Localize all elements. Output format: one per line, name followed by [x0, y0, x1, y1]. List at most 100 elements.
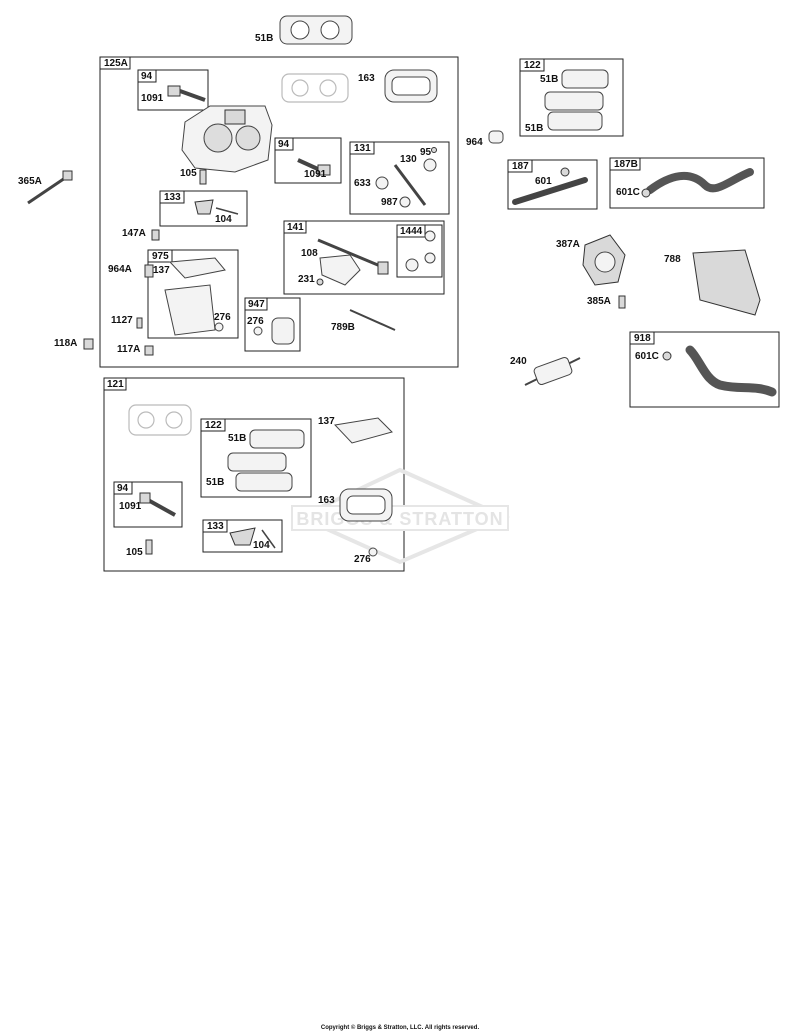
- label-104-b: 104: [253, 540, 270, 551]
- harness-789b: [349, 309, 396, 331]
- label-104-a: 104: [215, 214, 232, 225]
- carburetor-body: [181, 105, 273, 173]
- solenoid-947: [253, 317, 295, 345]
- label-240: 240: [510, 356, 527, 367]
- gasket-set-122-middle: [227, 429, 305, 492]
- screw-104-a: [215, 207, 239, 215]
- label-1091-b: 1091: [304, 169, 327, 180]
- group-tag-122-right: [519, 58, 545, 72]
- label-964a: 964A: [108, 264, 132, 275]
- part-118a: [83, 338, 94, 350]
- label-633: 633: [354, 178, 371, 189]
- group-label-94-b: 94: [278, 139, 290, 150]
- group-tag-125a: [99, 56, 131, 70]
- choke-shaft-131: [375, 147, 437, 208]
- throttle-shaft-141: [316, 238, 389, 286]
- label-276-a: 276: [214, 312, 231, 323]
- label-108: 108: [301, 248, 318, 259]
- group-label-187: 187: [512, 161, 529, 172]
- group-tag-131: [349, 141, 375, 155]
- group-label-141: 141: [287, 222, 304, 233]
- part-105-a: [199, 169, 207, 185]
- group-label-133-a: 133: [164, 192, 181, 203]
- bolt-365a: [27, 174, 69, 205]
- group-frame-122-right: [519, 58, 624, 137]
- label-163-b: 163: [318, 495, 335, 506]
- group-label-187b: 187B: [614, 159, 638, 170]
- group-frame-121: [103, 377, 405, 572]
- group-frame-187: [507, 159, 598, 210]
- group-tag-975: [147, 249, 173, 263]
- group-tag-94-b: [274, 137, 294, 151]
- group-tag-187b: [609, 157, 641, 171]
- group-frame-94-c: [113, 481, 183, 528]
- group-label-975: 975: [152, 251, 169, 262]
- label-601: 601: [535, 176, 552, 187]
- gasket-163-b: [339, 488, 393, 522]
- label-1091-c: 1091: [119, 501, 142, 512]
- group-label-122-middle: 122: [205, 420, 222, 431]
- label-387a: 387A: [556, 239, 580, 250]
- label-105-b: 105: [126, 547, 143, 558]
- part-117a: [144, 345, 154, 356]
- label-51b-m2: 51B: [206, 477, 224, 488]
- oring-276-a: [214, 322, 224, 332]
- gasket-137-a: [168, 257, 226, 279]
- group-tag-947: [244, 297, 268, 311]
- group-frame-947: [244, 297, 301, 352]
- gasket-set-122-right: [544, 69, 609, 131]
- part-105-b: [145, 539, 153, 555]
- group-tag-1444: [396, 224, 426, 238]
- fuel-filter-240: [524, 357, 581, 386]
- needle-valve-94-b: [297, 158, 321, 172]
- label-964: 964: [466, 137, 483, 148]
- group-label-94-a: 94: [141, 71, 153, 82]
- screw-385a: [618, 295, 626, 309]
- group-tag-121: [103, 377, 127, 391]
- gasket-faint-121: [128, 404, 192, 436]
- part-964a: [144, 264, 154, 278]
- screw-104-b: [261, 529, 276, 549]
- label-118a: 118A: [54, 338, 77, 349]
- label-231: 231: [298, 274, 315, 285]
- label-163-a: 163: [358, 73, 375, 84]
- bracket-788: [692, 249, 761, 316]
- briggs-stratton-watermark: BRIGGS & STRATTON: [291, 467, 510, 565]
- gasket-163-a: [384, 69, 438, 103]
- label-51b-r2: 51B: [525, 123, 543, 134]
- part-964: [488, 130, 504, 144]
- label-51b-top: 51B: [255, 33, 273, 44]
- needle-cap-94-c: [139, 492, 151, 504]
- group-frame-141: [283, 220, 445, 295]
- group-frame-918: [629, 331, 780, 408]
- label-385a: 385A: [587, 296, 611, 307]
- group-frame-94-a: [137, 69, 209, 111]
- float-bowl-975: [164, 284, 216, 336]
- hose-187b: [646, 168, 754, 194]
- group-tag-187: [507, 159, 533, 173]
- needle-cap-94-b: [317, 164, 331, 176]
- part-147a: [151, 229, 160, 241]
- group-label-94-c: 94: [117, 483, 129, 494]
- label-130: 130: [400, 154, 417, 165]
- label-365a: 365A: [18, 176, 42, 187]
- label-51b-m1: 51B: [228, 433, 246, 444]
- clamp-601c-b: [662, 351, 672, 361]
- group-label-122-right: 122: [524, 60, 541, 71]
- gasket-137-b: [333, 417, 393, 444]
- group-frame-133-a: [159, 190, 248, 227]
- part-1127: [136, 317, 143, 329]
- group-frame-133-b: [202, 519, 283, 553]
- label-789b: 789B: [331, 322, 355, 333]
- label-1091-a: 1091: [141, 93, 164, 104]
- watermark-text: BRIGGS & STRATTON: [296, 509, 503, 529]
- group-tag-918: [629, 331, 655, 345]
- label-276-b: 276: [247, 316, 264, 327]
- group-frame-975: [147, 249, 239, 339]
- gasket-51b-top: [279, 15, 353, 45]
- fuel-pump-387a: [582, 234, 626, 286]
- label-137-a: 137: [153, 265, 170, 276]
- group-frame-122-middle: [200, 418, 312, 498]
- lever-133-b: [229, 527, 256, 546]
